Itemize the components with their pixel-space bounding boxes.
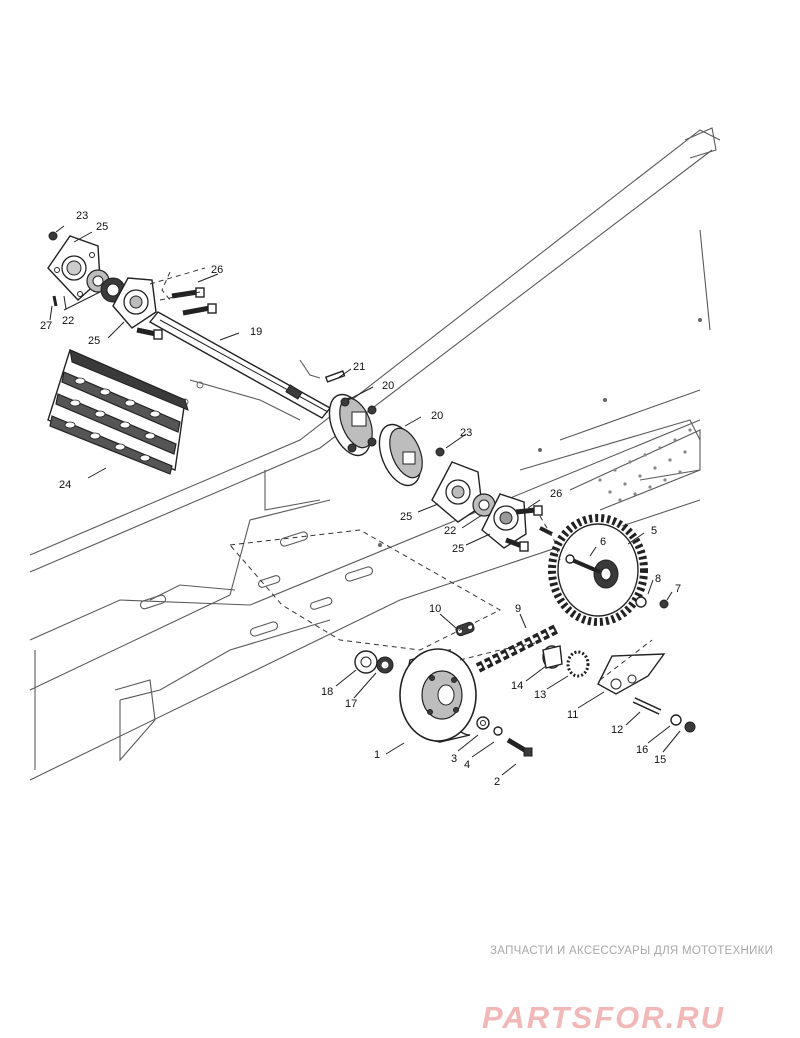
assembly-dashed-guides xyxy=(161,271,561,661)
drive-sprocket-20-upper xyxy=(328,393,377,457)
callout-23-right: 23 xyxy=(460,427,472,439)
callout-13: 13 xyxy=(534,689,546,701)
callout-8: 8 xyxy=(655,573,661,585)
callout-leaders xyxy=(49,225,681,776)
drive-chain xyxy=(455,621,561,673)
callout-1: 1 xyxy=(374,749,380,761)
callout-25-b: 25 xyxy=(88,335,100,347)
brake-drum xyxy=(354,648,533,757)
callout-16: 16 xyxy=(636,744,648,756)
chain-connector-link xyxy=(455,621,475,637)
callout-25-c: 25 xyxy=(400,511,412,523)
chain-tensioner-assembly xyxy=(542,639,696,733)
callout-18: 18 xyxy=(321,686,333,698)
drive-sprocket-20-lower xyxy=(378,423,423,487)
callout-21: 21 xyxy=(353,361,365,373)
callout-25-a: 25 xyxy=(96,221,108,233)
callout-27: 27 xyxy=(40,320,52,332)
callout-10: 10 xyxy=(429,603,441,615)
callout-5: 5 xyxy=(651,525,657,537)
callout-labels: 1 2 3 4 5 6 7 8 9 10 11 12 13 14 15 16 1… xyxy=(40,210,681,788)
watermark-tagline: ЗАПЧАСТИ И АКСЕССУАРЫ ДЛЯ МОТОТЕХНИКИ xyxy=(490,945,774,957)
callout-3: 3 xyxy=(451,753,457,765)
callout-2: 2 xyxy=(494,776,500,788)
callout-17: 17 xyxy=(345,698,357,710)
callout-20-upper: 20 xyxy=(382,380,394,392)
drive-track xyxy=(47,349,189,475)
callout-22-right: 22 xyxy=(444,525,456,537)
callout-4: 4 xyxy=(464,759,470,771)
perforated-running-board xyxy=(569,428,701,511)
callout-24: 24 xyxy=(59,479,71,491)
callout-15: 15 xyxy=(654,754,666,766)
watermark-logo: PARTSFOR.RU xyxy=(482,1000,725,1034)
callout-6: 6 xyxy=(600,536,606,548)
callout-25-d: 25 xyxy=(452,543,464,555)
callout-20-lower: 20 xyxy=(431,410,443,422)
callout-26-right: 26 xyxy=(550,488,562,500)
left-bearing-assembly xyxy=(47,231,217,340)
callout-22-left: 22 xyxy=(62,315,74,327)
callout-26-left: 26 xyxy=(211,264,223,276)
callout-19: 19 xyxy=(250,326,262,338)
callout-23-left: 23 xyxy=(76,210,88,222)
callout-9: 9 xyxy=(515,603,521,615)
callout-11: 11 xyxy=(567,709,578,721)
driven-sprocket xyxy=(548,514,669,626)
chassis-frame xyxy=(29,127,721,781)
callout-12: 12 xyxy=(611,724,623,736)
watermark-logo-text: PARTSFOR.RU xyxy=(482,1000,725,1034)
callout-7: 7 xyxy=(675,583,681,595)
right-bearing-assembly xyxy=(431,447,553,552)
callout-14: 14 xyxy=(511,680,523,692)
